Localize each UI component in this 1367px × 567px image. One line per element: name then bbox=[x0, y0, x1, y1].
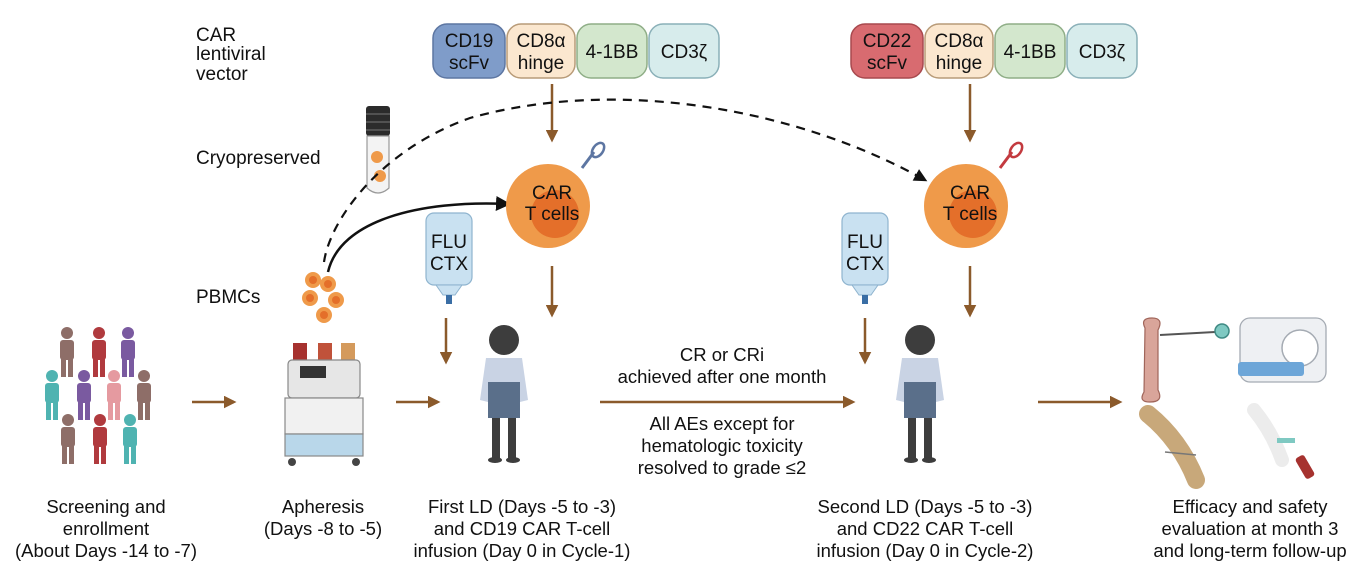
step-caption-apheresis: Apheresis (Days -8 to -5) bbox=[264, 496, 382, 539]
svg-text:CD8α: CD8α bbox=[517, 31, 566, 52]
svg-text:vector: vector bbox=[196, 64, 248, 85]
step-caption-screening: Screening and enrollment (About Days -14… bbox=[15, 496, 197, 561]
evaluation-icons bbox=[1139, 317, 1327, 489]
vector-label: CAR lentiviral vector bbox=[196, 25, 266, 85]
svg-text:CAR: CAR bbox=[950, 183, 990, 204]
svg-text:CTX: CTX bbox=[846, 254, 884, 275]
svg-text:Efficacy and safety: Efficacy and safety bbox=[1173, 496, 1329, 517]
safety-criteria-text: All AEs except for hematologic toxicity … bbox=[638, 413, 807, 478]
iv-bag-icon: FLU CTX bbox=[425, 212, 473, 304]
car-t-cells-2: CAR T cells bbox=[924, 141, 1024, 248]
step-caption-first-ld: First LD (Days -5 to -3) and CD19 CAR T-… bbox=[414, 496, 631, 561]
construct-segment bbox=[850, 23, 924, 79]
construct-segment bbox=[506, 23, 576, 79]
svg-text:hinge: hinge bbox=[518, 53, 565, 74]
step-caption-evaluation: Efficacy and safety evaluation at month … bbox=[1153, 496, 1346, 561]
svg-text:All AEs except for: All AEs except for bbox=[650, 413, 795, 434]
svg-text:infusion (Day 0 in Cycle-1): infusion (Day 0 in Cycle-1) bbox=[414, 540, 631, 561]
svg-text:Screening and: Screening and bbox=[46, 496, 165, 517]
svg-text:4-1BB: 4-1BB bbox=[586, 42, 639, 63]
svg-text:evaluation at month 3: evaluation at month 3 bbox=[1162, 518, 1339, 539]
svg-text:Second LD (Days -5 to -3): Second LD (Days -5 to -3) bbox=[818, 496, 1033, 517]
patient-icon-second bbox=[896, 325, 944, 463]
svg-text:FLU: FLU bbox=[847, 232, 883, 253]
svg-text:CD19: CD19 bbox=[445, 31, 494, 52]
response-criteria-text: CR or CRi achieved after one month bbox=[618, 344, 827, 387]
svg-text:CD8α: CD8α bbox=[935, 31, 984, 52]
pbmc-cells-icon bbox=[302, 272, 344, 323]
construct-segment bbox=[994, 23, 1066, 79]
car-construct-cd19: CD19 scFv CD8α hinge 4-1BB CD3ζ bbox=[432, 23, 720, 79]
pbmcs-label: PBMCs bbox=[196, 287, 260, 308]
car-t-cells-1: CAR T cells bbox=[506, 141, 606, 248]
construct-segment bbox=[648, 23, 720, 79]
svg-text:CAR: CAR bbox=[196, 25, 236, 46]
svg-text:(Days -8 to -5): (Days -8 to -5) bbox=[264, 518, 382, 539]
construct-segment bbox=[576, 23, 648, 79]
svg-text:CD22: CD22 bbox=[863, 31, 912, 52]
svg-text:CAR: CAR bbox=[532, 183, 572, 204]
construct-segment bbox=[1066, 23, 1138, 79]
svg-text:infusion (Day 0 in Cycle-2): infusion (Day 0 in Cycle-2) bbox=[817, 540, 1034, 561]
construct-segment bbox=[924, 23, 994, 79]
svg-text:CR or CRi: CR or CRi bbox=[680, 344, 764, 365]
svg-text:scFv: scFv bbox=[449, 53, 490, 74]
apheresis-machine-icon bbox=[284, 343, 364, 466]
iv-bag-icon: FLU CTX bbox=[841, 212, 889, 304]
patient-icon-first bbox=[480, 325, 528, 463]
svg-text:hematologic toxicity: hematologic toxicity bbox=[641, 435, 803, 456]
svg-text:and long-term follow-up: and long-term follow-up bbox=[1153, 540, 1346, 561]
svg-text:CD3ζ: CD3ζ bbox=[661, 42, 708, 63]
cryo-vial-icon bbox=[366, 106, 390, 194]
svg-text:4-1BB: 4-1BB bbox=[1004, 42, 1057, 63]
svg-text:achieved after one month: achieved after one month bbox=[618, 366, 827, 387]
svg-text:and CD22 CAR T-cell: and CD22 CAR T-cell bbox=[837, 518, 1014, 539]
car-construct-cd22: CD22 scFv CD8α hinge 4-1BB CD3ζ bbox=[850, 23, 1138, 79]
svg-text:T cells: T cells bbox=[943, 204, 998, 225]
svg-text:CD3ζ: CD3ζ bbox=[1079, 42, 1126, 63]
svg-text:and CD19 CAR T-cell: and CD19 CAR T-cell bbox=[434, 518, 611, 539]
svg-text:First LD (Days -5 to -3): First LD (Days -5 to -3) bbox=[428, 496, 616, 517]
svg-text:CTX: CTX bbox=[430, 254, 468, 275]
svg-text:Apheresis: Apheresis bbox=[282, 496, 364, 517]
svg-text:FLU: FLU bbox=[431, 232, 467, 253]
step-caption-second-ld: Second LD (Days -5 to -3) and CD22 CAR T… bbox=[817, 496, 1034, 561]
svg-text:T cells: T cells bbox=[525, 204, 580, 225]
construct-segment bbox=[432, 23, 506, 79]
svg-text:resolved to grade ≤2: resolved to grade ≤2 bbox=[638, 457, 807, 478]
arrow-pbmc-to-first-cart bbox=[326, 195, 511, 273]
svg-text:enrollment: enrollment bbox=[63, 518, 149, 539]
svg-text:lentiviral: lentiviral bbox=[196, 44, 266, 65]
crowd-icon bbox=[45, 327, 151, 464]
svg-text:(About Days -14 to -7): (About Days -14 to -7) bbox=[15, 540, 197, 561]
svg-text:hinge: hinge bbox=[936, 53, 983, 74]
cryopreserved-label: Cryopreserved bbox=[196, 148, 321, 169]
dashed-arrow-to-second-cart bbox=[322, 98, 928, 263]
svg-text:scFv: scFv bbox=[867, 53, 908, 74]
